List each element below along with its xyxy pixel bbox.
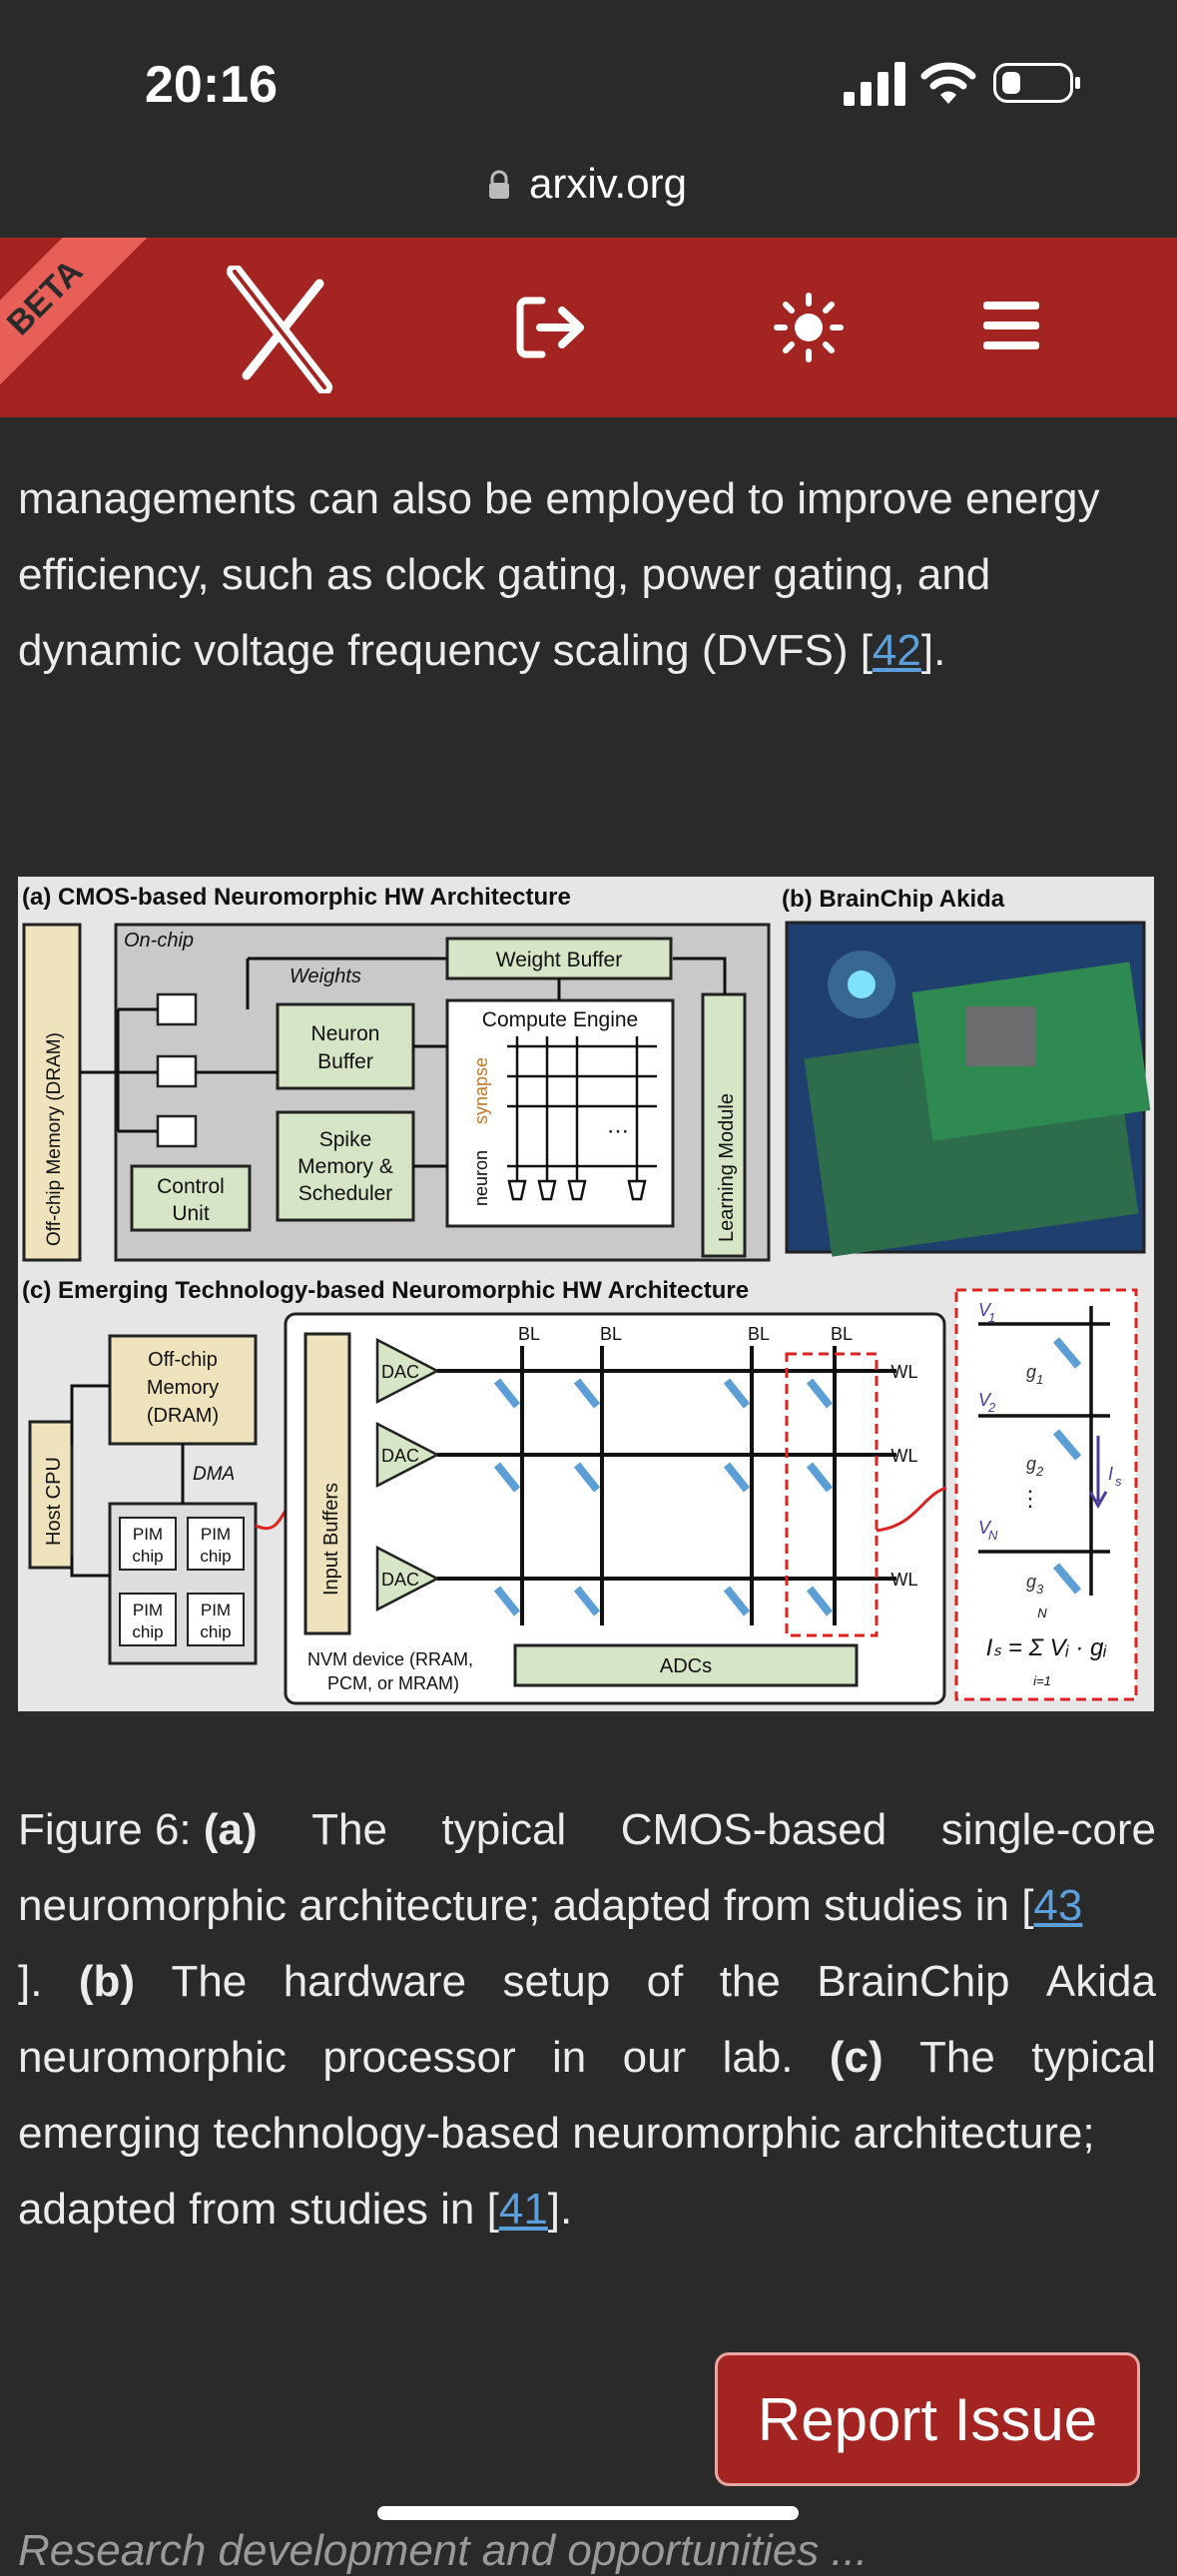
svg-text:N: N — [988, 1528, 998, 1543]
caption-line: adapted from studies in [41]. — [18, 2172, 1156, 2248]
svg-text:Compute Engine: Compute Engine — [482, 1008, 638, 1031]
theme-toggle-icon[interactable] — [774, 293, 844, 362]
svg-text:Input Buffers: Input Buffers — [320, 1483, 342, 1596]
svg-text:Memory: Memory — [147, 1377, 219, 1399]
url-text: arxiv.org — [529, 160, 687, 207]
svg-text:WL: WL — [891, 1362, 918, 1382]
svg-text:BL: BL — [518, 1324, 540, 1344]
paragraph-line: dynamic voltage frequency scaling (DVFS)… — [18, 626, 946, 675]
wifi-icon — [920, 62, 976, 104]
paragraph-line: managements can also be employed to impr… — [18, 474, 1100, 523]
svg-text:BL: BL — [748, 1324, 770, 1344]
caption-line: emerging technology-based neuromorphic a… — [18, 2109, 1095, 2158]
battery-icon — [993, 63, 1080, 103]
svg-text:neuron: neuron — [471, 1150, 491, 1206]
svg-text:DAC: DAC — [381, 1446, 419, 1466]
beta-ribbon: BETA — [0, 238, 148, 400]
svg-text:PIM: PIM — [201, 1525, 231, 1544]
citation-link[interactable]: 42 — [872, 626, 921, 675]
citation-link[interactable]: 41 — [498, 2185, 548, 2234]
svg-text:synapse: synapse — [471, 1057, 491, 1124]
svg-text:chip: chip — [200, 1622, 231, 1641]
report-issue-button[interactable]: Report Issue — [715, 2352, 1140, 2486]
svg-text:(DRAM): (DRAM) — [147, 1405, 219, 1427]
svg-text:BL: BL — [831, 1324, 853, 1344]
citation-link[interactable]: 43 — [1033, 1881, 1083, 1930]
svg-text:s: s — [1115, 1474, 1122, 1489]
next-section-text: Research development and opportunities .… — [18, 2526, 869, 2575]
svg-text:V: V — [978, 1518, 992, 1538]
svg-text:DAC: DAC — [381, 1570, 419, 1590]
svg-text:⋮: ⋮ — [1019, 1486, 1041, 1511]
svg-text:Unit: Unit — [172, 1202, 210, 1225]
svg-text:Scheduler: Scheduler — [298, 1182, 393, 1205]
svg-text:WL: WL — [891, 1446, 918, 1466]
svg-text:BL: BL — [600, 1324, 622, 1344]
svg-text:Spike: Spike — [319, 1128, 372, 1151]
svg-text:Host CPU: Host CPU — [43, 1457, 65, 1546]
svg-text:2: 2 — [987, 1400, 996, 1415]
figure-a-title: (a) CMOS-based Neuromorphic HW Architect… — [22, 884, 571, 911]
svg-text:On-chip: On-chip — [124, 930, 194, 952]
svg-text:WL: WL — [891, 1570, 918, 1590]
svg-text:ADCs: ADCs — [660, 1655, 712, 1677]
lock-icon — [489, 170, 509, 199]
svg-text:N: N — [1037, 1606, 1047, 1620]
menu-icon[interactable] — [983, 298, 1039, 353]
svg-text:PCM, or MRAM): PCM, or MRAM) — [327, 1673, 459, 1693]
svg-text:chip: chip — [132, 1547, 163, 1566]
svg-text:Control: Control — [157, 1175, 225, 1198]
offchip-dram-label: Off-chip Memory (DRAM) — [44, 1032, 65, 1246]
svg-text:Neuron: Neuron — [311, 1022, 380, 1045]
svg-text:chip: chip — [200, 1547, 231, 1566]
svg-text:PIM: PIM — [201, 1601, 231, 1619]
svg-text:DMA: DMA — [193, 1464, 235, 1485]
learning-module-label: Learning Module — [716, 1093, 738, 1242]
svg-text:g: g — [1026, 1362, 1036, 1382]
svg-text:Buffer: Buffer — [317, 1050, 373, 1073]
formula: Iₛ = Σ Vᵢ · gᵢ — [986, 1634, 1108, 1661]
svg-text:g: g — [1026, 1572, 1036, 1592]
home-indicator[interactable] — [377, 2506, 799, 2520]
svg-text:V: V — [978, 1300, 992, 1320]
svg-text:V: V — [978, 1390, 992, 1410]
svg-text:Memory &: Memory & — [297, 1155, 393, 1178]
arxiv-logo-icon[interactable] — [225, 266, 334, 393]
logout-icon[interactable] — [514, 293, 589, 362]
figure-6[interactable]: (a) CMOS-based Neuromorphic HW Architect… — [18, 877, 1154, 1711]
figure-b-title: (b) BrainChip Akida — [782, 886, 1005, 913]
svg-text:2: 2 — [1035, 1464, 1044, 1479]
svg-text:1: 1 — [1036, 1372, 1043, 1387]
cellular-signal-icon — [844, 62, 907, 106]
svg-text:i=1: i=1 — [1033, 1673, 1051, 1688]
paragraph-line: efficiency, such as clock gating, power … — [18, 550, 991, 599]
svg-text:1: 1 — [988, 1310, 995, 1325]
svg-text:NVM device (RRAM,: NVM device (RRAM, — [307, 1649, 473, 1669]
svg-text:chip: chip — [132, 1622, 163, 1641]
address-bar[interactable]: arxiv.org — [0, 150, 1177, 230]
svg-text:g: g — [1026, 1454, 1036, 1474]
svg-text:DAC: DAC — [381, 1362, 419, 1382]
svg-text:Weights: Weights — [290, 966, 361, 987]
svg-text:⋯: ⋯ — [607, 1118, 629, 1143]
svg-text:I: I — [1108, 1464, 1113, 1484]
status-time: 20:16 — [145, 56, 278, 114]
status-bar: 20:16 arxiv.org — [0, 0, 1177, 207]
svg-text:Weight Buffer: Weight Buffer — [496, 949, 622, 971]
reader-toolbar: BETA — [0, 238, 1177, 417]
caption-line: neuromorphic architecture; adapted from … — [18, 1881, 1083, 1930]
svg-text:3: 3 — [1036, 1582, 1044, 1597]
figure-c-title: (c) Emerging Technology-based Neuromorph… — [22, 1277, 749, 1304]
svg-text:PIM: PIM — [133, 1601, 163, 1619]
paragraph: managements can also be employed to impr… — [18, 461, 1156, 689]
svg-text:Off-chip: Off-chip — [148, 1349, 218, 1371]
svg-text:PIM: PIM — [133, 1525, 163, 1544]
